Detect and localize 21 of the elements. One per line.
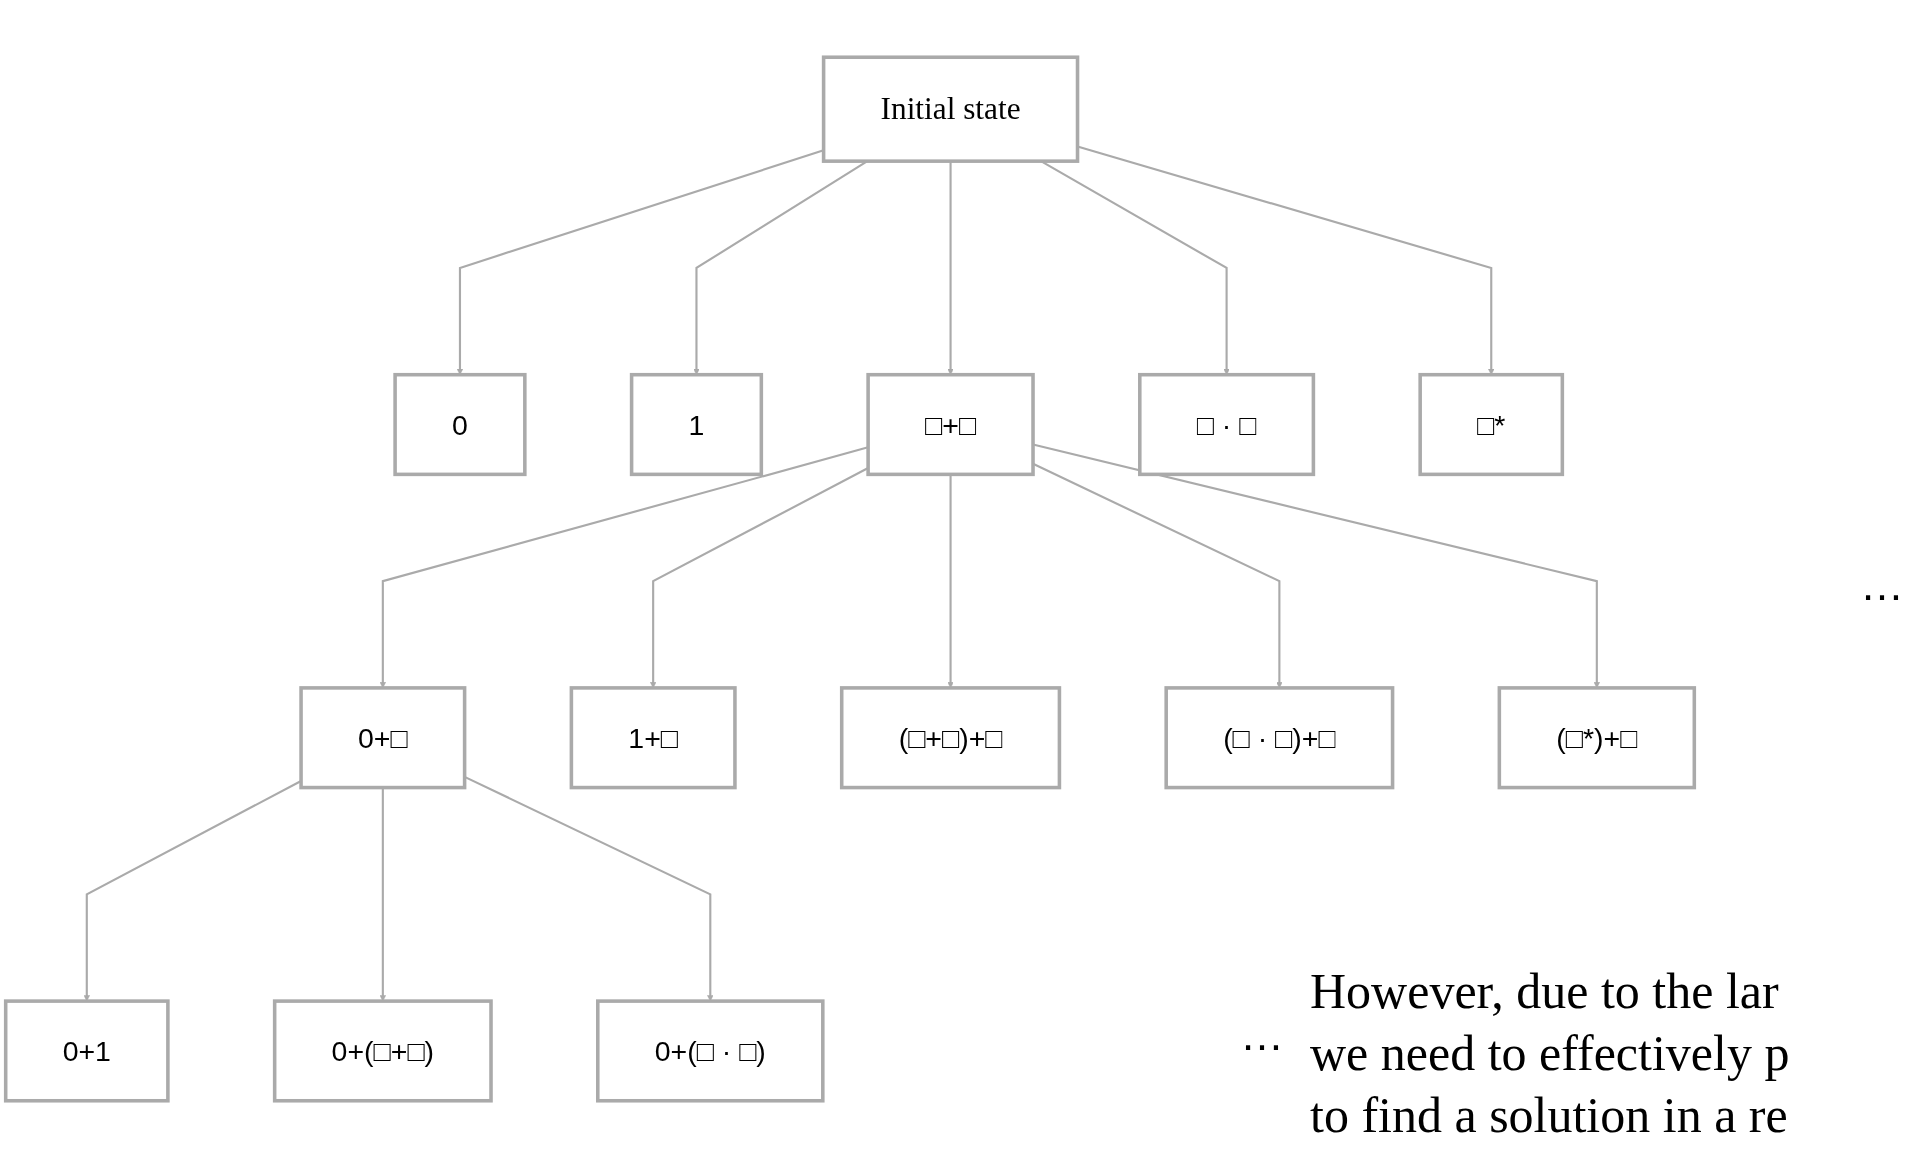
- arrow: [947, 161, 954, 375]
- node-box: □+□: [866, 372, 1035, 477]
- node-box: 0+(□ · □): [596, 999, 825, 1103]
- node-box: 0+(□+□): [272, 999, 493, 1103]
- node-box: (□ · □)+□: [1164, 686, 1395, 790]
- node-box: □*: [1418, 372, 1565, 477]
- node-box: 0+□: [299, 686, 467, 790]
- node-box: 0+1: [3, 999, 170, 1103]
- node-box: (□*)+□: [1497, 686, 1697, 790]
- text-line: However, due to the lar: [1310, 962, 1779, 1021]
- arrow: [379, 787, 386, 1002]
- node-box: Initial state: [821, 55, 1080, 163]
- ellipsis: …: [1240, 1010, 1284, 1060]
- node-box: 1+□: [569, 686, 737, 790]
- node-box: □ · □: [1138, 372, 1316, 477]
- node-box: 0: [393, 372, 527, 477]
- node-box: 1: [629, 372, 764, 477]
- node-box: (□+□)+□: [839, 686, 1062, 790]
- text-line: to find a solution in a re: [1310, 1086, 1788, 1145]
- ellipsis: …: [1860, 560, 1904, 610]
- text-line: we need to effectively p: [1310, 1024, 1790, 1083]
